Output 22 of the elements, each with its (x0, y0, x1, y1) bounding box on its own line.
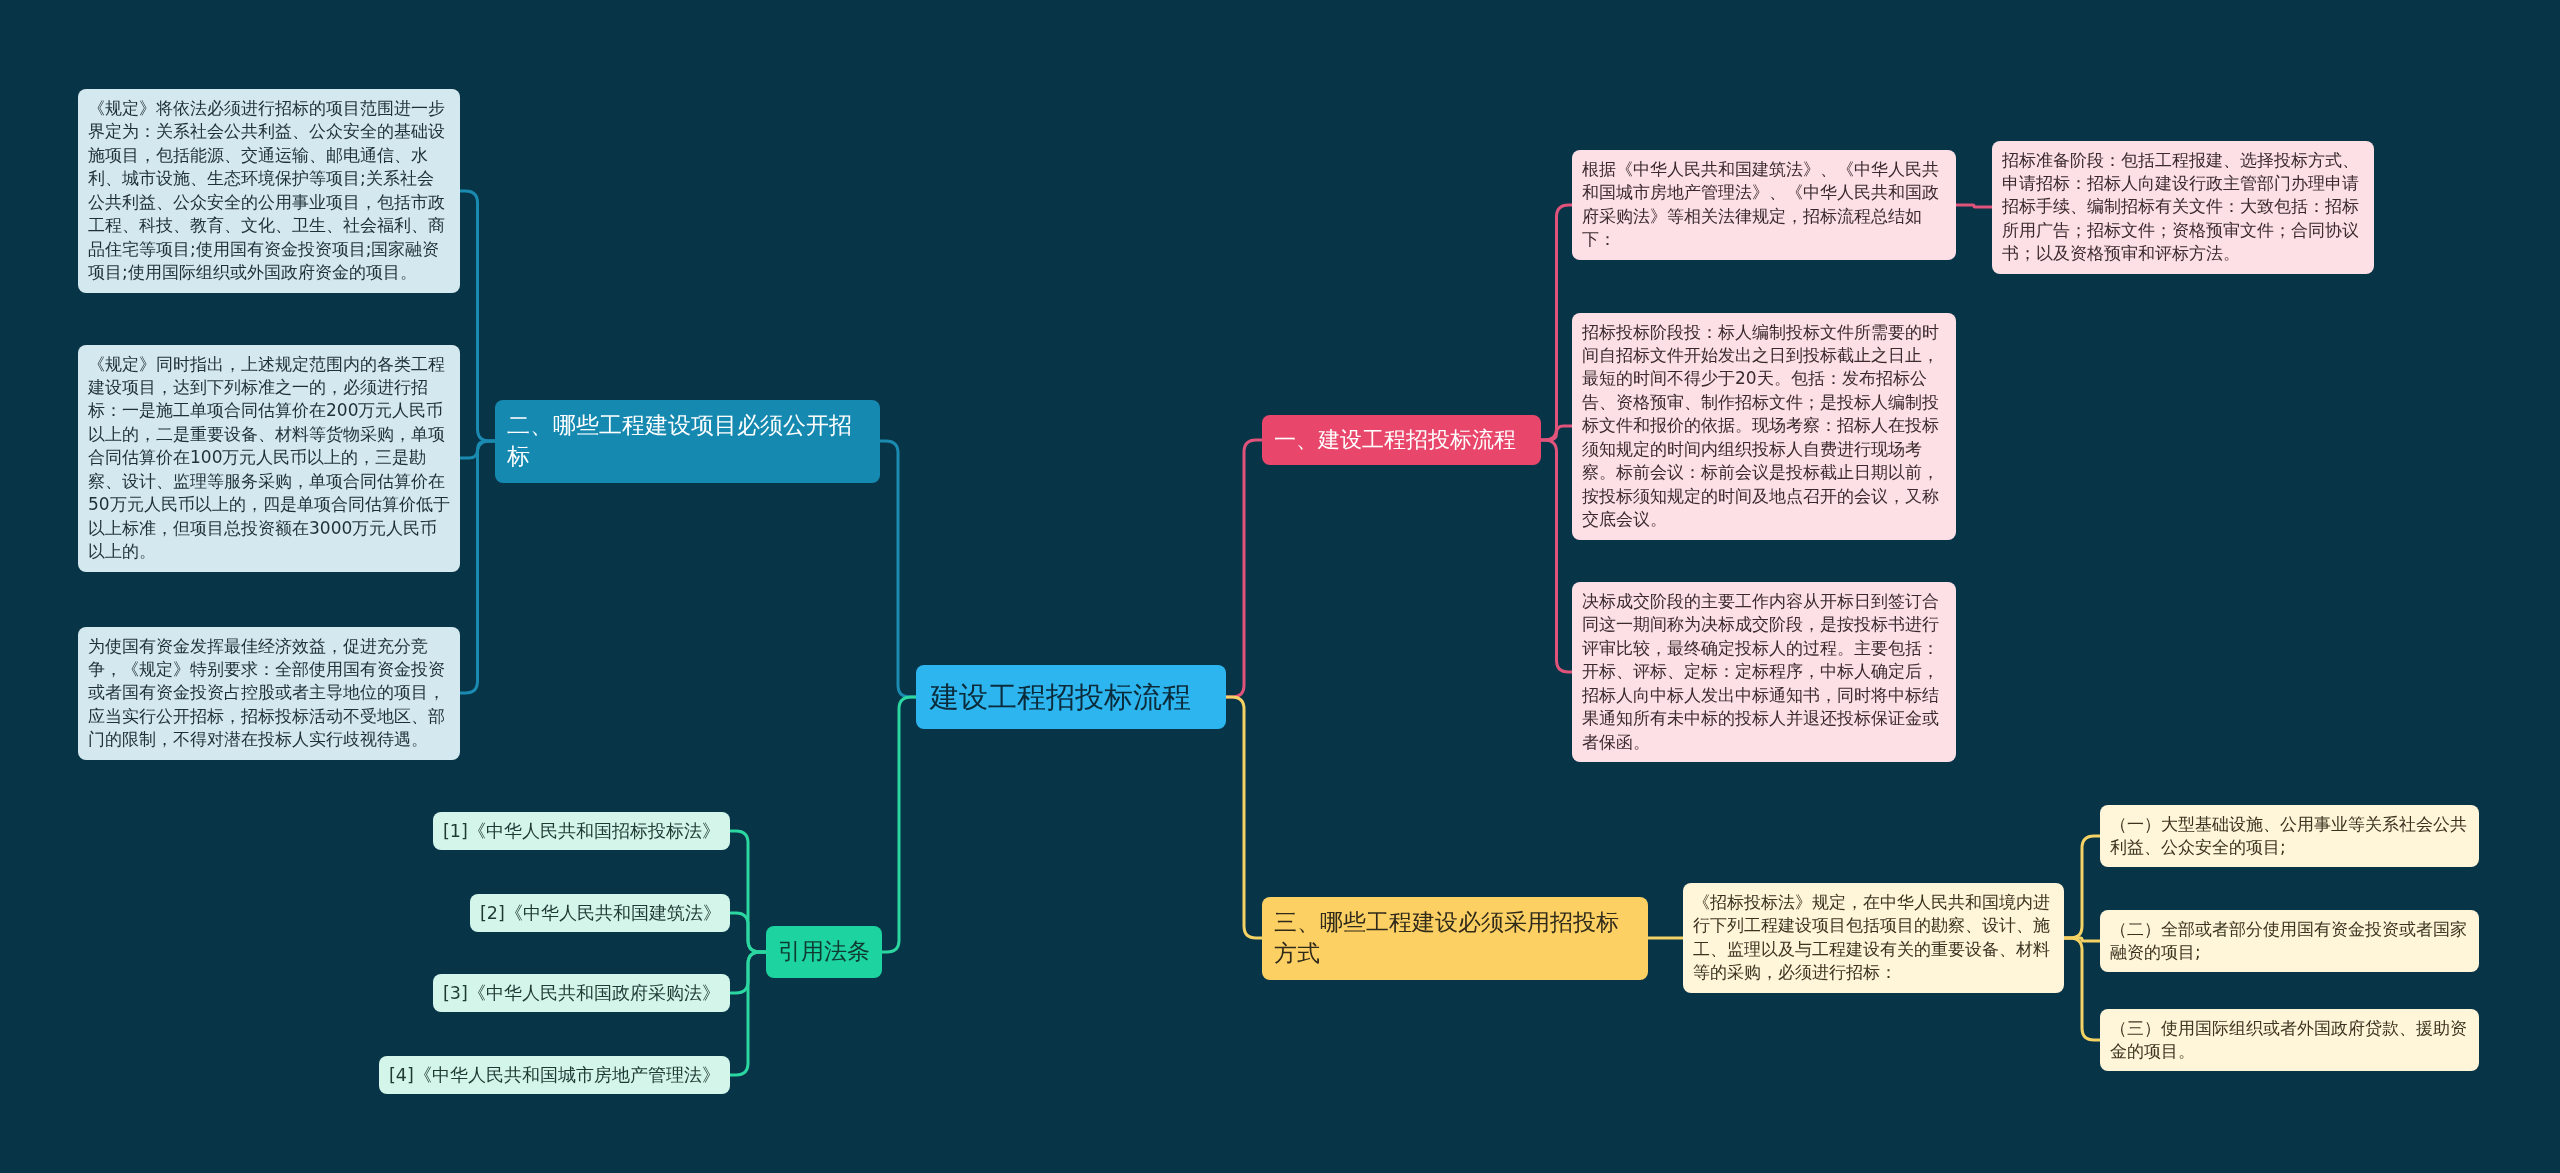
note-box: 为使国有资金发挥最佳经济效益，促进充分竞争，《规定》特别要求：全部使用国有资金投资或者国有资金投资占控股或者主导地位的项目，应当实行公开招标，招标投标活动不受地区、部门的限制，不得对潜在投标人实行歧视待遇。 (78, 626, 460, 760)
branch-topic: 二、哪些工程建设项目必须公开招标 (495, 399, 880, 483)
connector-line (1956, 203, 1992, 209)
note-box: 《规定》同时指出，上述规定范围内的各类工程建设项目，达到下列标准之一的，必须进行招标：一是施工单项合同估算价在200万元人民币以上的，二是重要设备、材料等货物采购，单项合同估算价在100万元人民币以上的，三是勘察、设计、监理等服务采购，单项合同估算价在50万元人民币以上的，四是单项合同估算价低于以上标准，但项目总投资额在3000万元人民币以上的。 (78, 344, 460, 572)
note-box: （二）全部或者部分使用国有资金投资或者国家融资的项目; (2100, 909, 2479, 973)
reference-box: [3]《中华人民共和国政府采购法》 (433, 974, 730, 1013)
note-box: （三）使用国际组织或者外国政府贷款、援助资金的项目。 (2100, 1008, 2479, 1072)
reference-box: [4]《中华人民共和国城市房地产管理法》 (379, 1056, 730, 1095)
branch-topic: 一、建设工程招投标流程 (1262, 415, 1541, 466)
note-box: 决标成交阶段的主要工作内容从开标日到签订合同这一期间称为决标成交阶段，是按投标书进行评审比较，最终确定投标人的过程。主要包括：开标、评标、定标：定标程序，中标人确定后，招标人向中标人发出中标通知书，同时将中标结果通知所有未中标的投标人并退还投标保证金或者保函。 (1572, 582, 1956, 763)
note-box: 根据《中华人民共和国建筑法》、《中华人民共和国城市房地产管理法》、《中华人民共和国政府采购法》等相关法律规定，招标流程总结如下： (1572, 150, 1956, 260)
branch-topic: 三、哪些工程建设必须采用招投标方式 (1262, 896, 1648, 980)
note-box: 招标投标阶段投：标人编制投标文件所需要的时间自招标文件开始发出之日到投标截止之日止，最短的时间不得少于20天。包括：发布招标公告、资格预审、制作招标文件；是投标人编制投标文件和报价的依据。现场考察：招标人在投标须知规定的时间内组织投标人自费进行现场考察。标前会议：标前会议是投标截止日期以前，按投标须知规定的时间及地点召开的会议，又称交底会议。 (1572, 312, 1956, 540)
note-box: （一）大型基础设施、公用事业等关系社会公共利益、公众安全的项目; (2100, 804, 2479, 868)
central-topic: 建设工程招投标流程 (916, 665, 1226, 729)
reference-box: [2]《中华人民共和国建筑法》 (470, 894, 730, 933)
note-box: 《招标投标法》规定，在中华人民共和国境内进行下列工程建设项目包括项目的勘察、设计、施工、监理以及与工程建设有关的重要设备、材料等的采购，必须进行招标： (1683, 883, 2064, 993)
note-box: 《规定》将依法必须进行招标的项目范围进一步界定为：关系社会公共利益、公众安全的基础设施项目，包括能源、交通运输、邮电通信、水利、城市设施、生态环境保护等项目;关系社会公共利益、公众安全的公用事业项目，包括市政工程、科技、教育、文化、卫生、社会福利、商品住宅等项目;使用国有资金投资项目;国家融资项目;使用国际组织或外国政府资金的项目。 (78, 89, 460, 293)
note-box: 招标准备阶段：包括工程报建、选择投标方式、申请招标：招标人向建设行政主管部门办理申请招标手续、编制招标有关文件：大致包括：招标所用广告；招标文件；资格预审文件；合同协议书；以及资格预审和评标方法。 (1992, 140, 2374, 274)
reference-box: [1]《中华人民共和国招标投标法》 (433, 812, 730, 851)
connector-line (1648, 936, 1683, 940)
branch-topic: 引用法条 (766, 926, 882, 978)
